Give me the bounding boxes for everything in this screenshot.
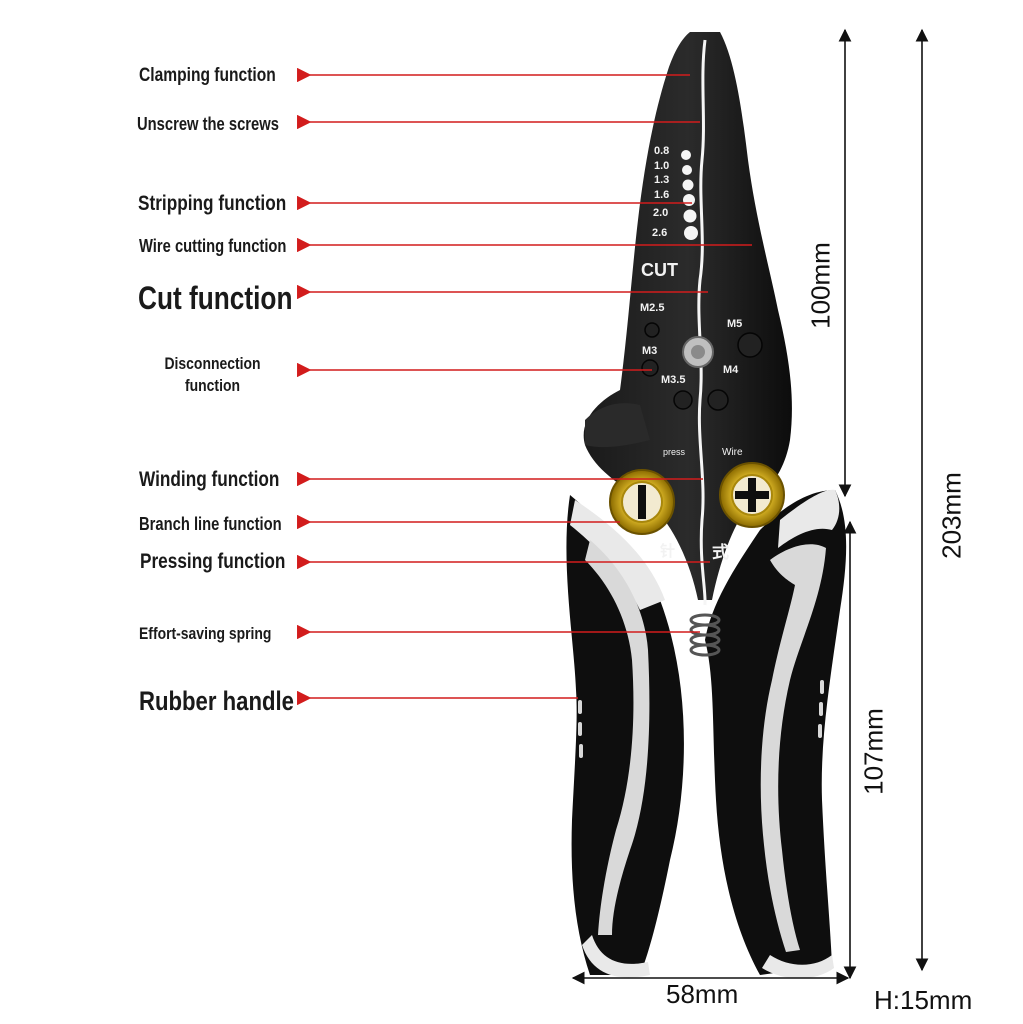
char-left: 针 <box>660 542 676 560</box>
right-handle-trim-inner <box>760 544 826 952</box>
label-wire-cutting: Wire cutting function <box>139 236 287 256</box>
screw-m4: M4 <box>723 364 739 376</box>
dim-head-length: 100mm <box>805 242 836 329</box>
gauge-2-6: 2.6 <box>652 227 668 239</box>
gauge-1-0: 1.0 <box>654 160 670 172</box>
dim-width: 58mm <box>666 979 739 1009</box>
label-handle: Rubber handle <box>139 686 294 716</box>
left-rivet <box>609 469 675 535</box>
left-handle <box>566 495 684 975</box>
label-spring: Effort-saving spring <box>139 624 272 643</box>
left-handle-trim-inner <box>585 540 650 935</box>
tool-head <box>583 32 792 600</box>
gauge-1-6: 1.6 <box>654 189 670 201</box>
side-plate <box>585 403 650 448</box>
label-branch-line: Branch line function <box>139 514 282 534</box>
dimension-lines <box>571 28 929 985</box>
dim-total-length: 203mm <box>936 472 967 559</box>
dim-handle-length: 107mm <box>858 708 889 795</box>
screw-m5: M5 <box>727 318 743 330</box>
screw-m2-5: M2.5 <box>640 302 665 314</box>
right-rivet <box>719 462 785 528</box>
label-disconnection: Disconnection function <box>164 354 261 395</box>
grip-dashes <box>578 680 824 758</box>
screw-m3-5: M3.5 <box>661 374 686 386</box>
label-stripping: Stripping function <box>138 192 287 215</box>
spring <box>689 613 721 657</box>
press-marking: press <box>663 447 686 457</box>
right-handle-trim <box>778 489 840 548</box>
screw-m3: M3 <box>642 345 658 357</box>
left-handle-bottom-trim <box>582 935 650 978</box>
jaw-gap <box>697 39 707 606</box>
wire-marking: Wire <box>722 447 743 458</box>
char-right: 式 <box>712 543 729 563</box>
gauge-1-3: 1.3 <box>654 174 670 186</box>
gauge-2-0: 2.0 <box>653 207 669 219</box>
callout-arrows <box>297 67 752 706</box>
cut-marking: CUT <box>641 260 678 280</box>
label-pressing: Pressing function <box>140 550 286 573</box>
label-cut: Cut function <box>138 280 293 316</box>
gauge-0-8: 0.8 <box>654 145 670 157</box>
label-winding: Winding function <box>139 468 280 491</box>
label-clamping: Clamping function <box>139 65 276 86</box>
left-handle-trim <box>570 500 665 610</box>
label-unscrew: Unscrew the screws <box>137 114 279 134</box>
screw-holes <box>641 322 763 411</box>
dim-height: H:15mm <box>874 985 973 1015</box>
